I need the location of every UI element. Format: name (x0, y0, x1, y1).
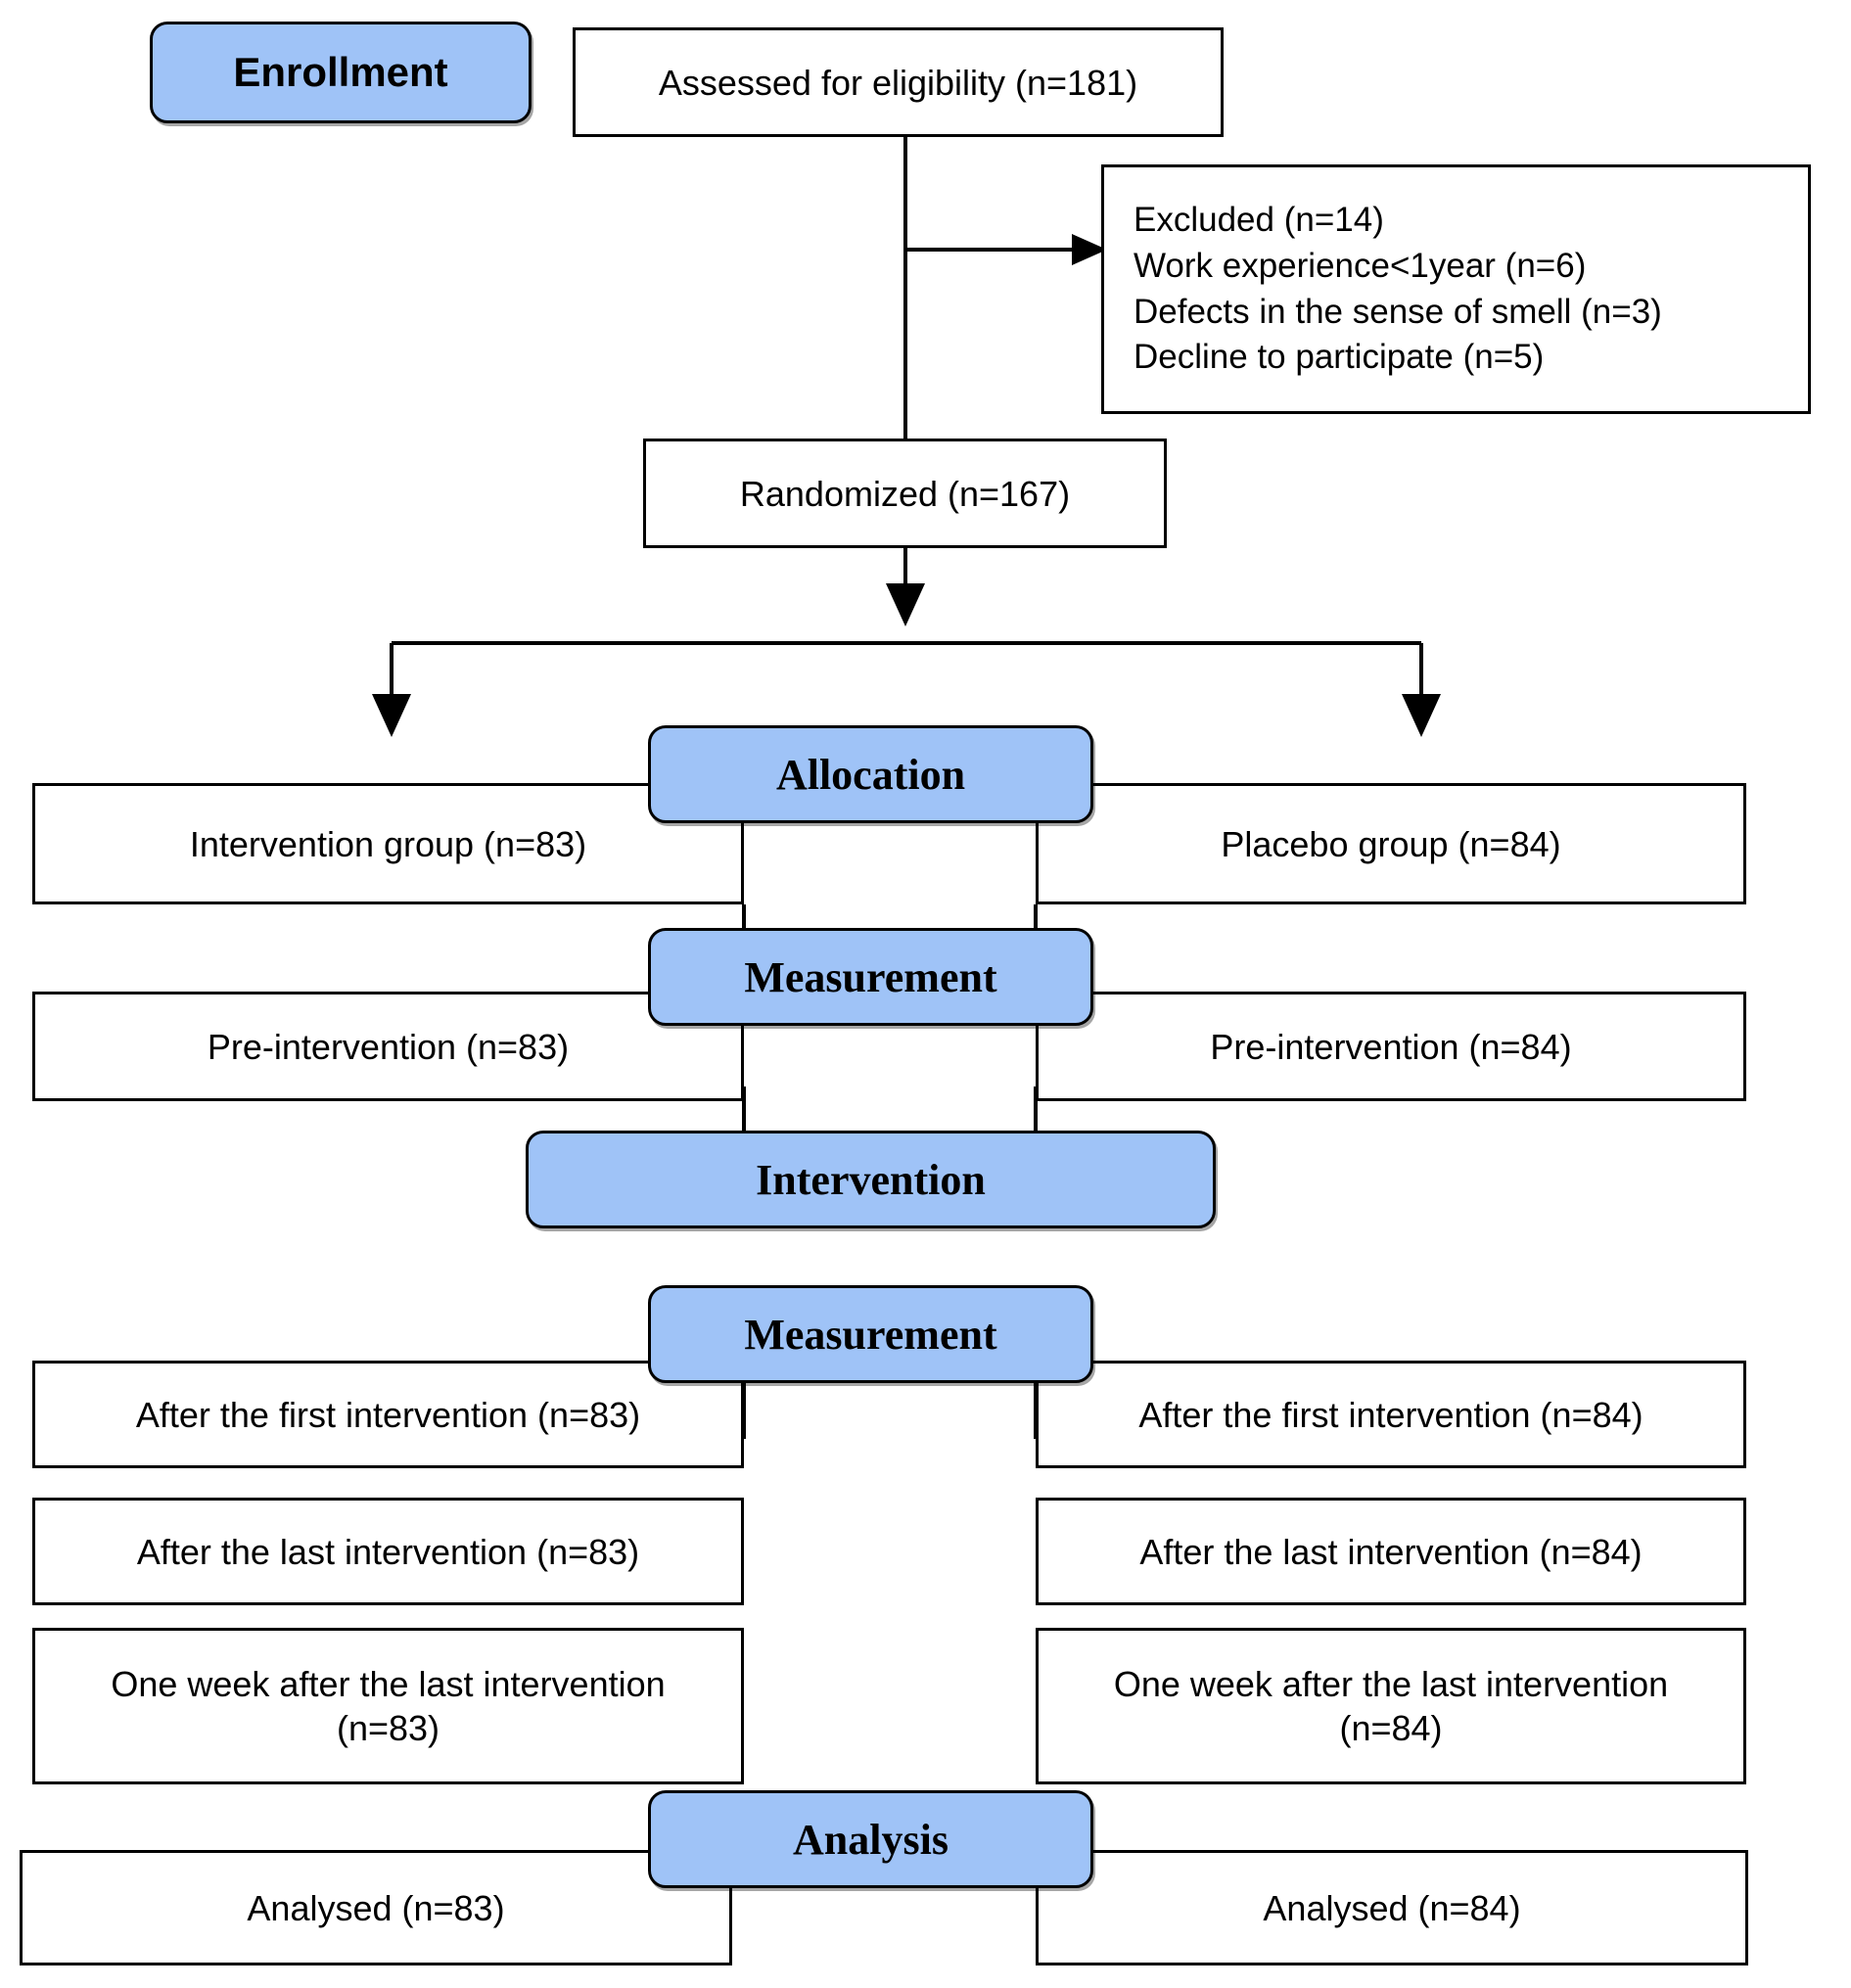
box-right-after-last-intervention: After the last intervention (n=84) (1036, 1498, 1746, 1605)
box-assessed-for-eligibility: Assessed for eligibility (n=181) (573, 27, 1224, 137)
box-left-after-last-intervention: After the last intervention (n=83) (32, 1498, 744, 1605)
box-right-pre-measurement: Pre-intervention (n=84) (1036, 992, 1746, 1101)
stage-banner-analysis: Analysis (648, 1790, 1093, 1888)
box-left-allocation: Intervention group (n=83) (32, 783, 744, 904)
box-right-analysed: Analysed (n=84) (1036, 1850, 1748, 1965)
stage-banner-measurement-pre: Measurement (648, 928, 1093, 1026)
connector-randomized-split (372, 548, 1441, 737)
stage-banner-intervention: Intervention (526, 1131, 1216, 1228)
box-excluded: Excluded (n=14) Work experience<1year (n… (1101, 164, 1811, 414)
box-right-allocation: Placebo group (n=84) (1036, 783, 1746, 904)
stage-banner-measurement-post: Measurement (648, 1285, 1093, 1383)
box-right-after-first-intervention: After the first intervention (n=84) (1036, 1361, 1746, 1468)
box-left-analysed: Analysed (n=83) (20, 1850, 732, 1965)
box-right-one-week-after: One week after the last intervention (n=… (1036, 1628, 1746, 1784)
box-left-pre-measurement: Pre-intervention (n=83) (32, 992, 744, 1101)
stage-banner-enrollment: Enrollment (150, 22, 532, 123)
box-left-after-first-intervention: After the first intervention (n=83) (32, 1361, 744, 1468)
stage-banner-allocation: Allocation (648, 725, 1093, 823)
box-randomized: Randomized (n=167) (643, 439, 1167, 548)
box-left-one-week-after: One week after the last intervention (n=… (32, 1628, 744, 1784)
